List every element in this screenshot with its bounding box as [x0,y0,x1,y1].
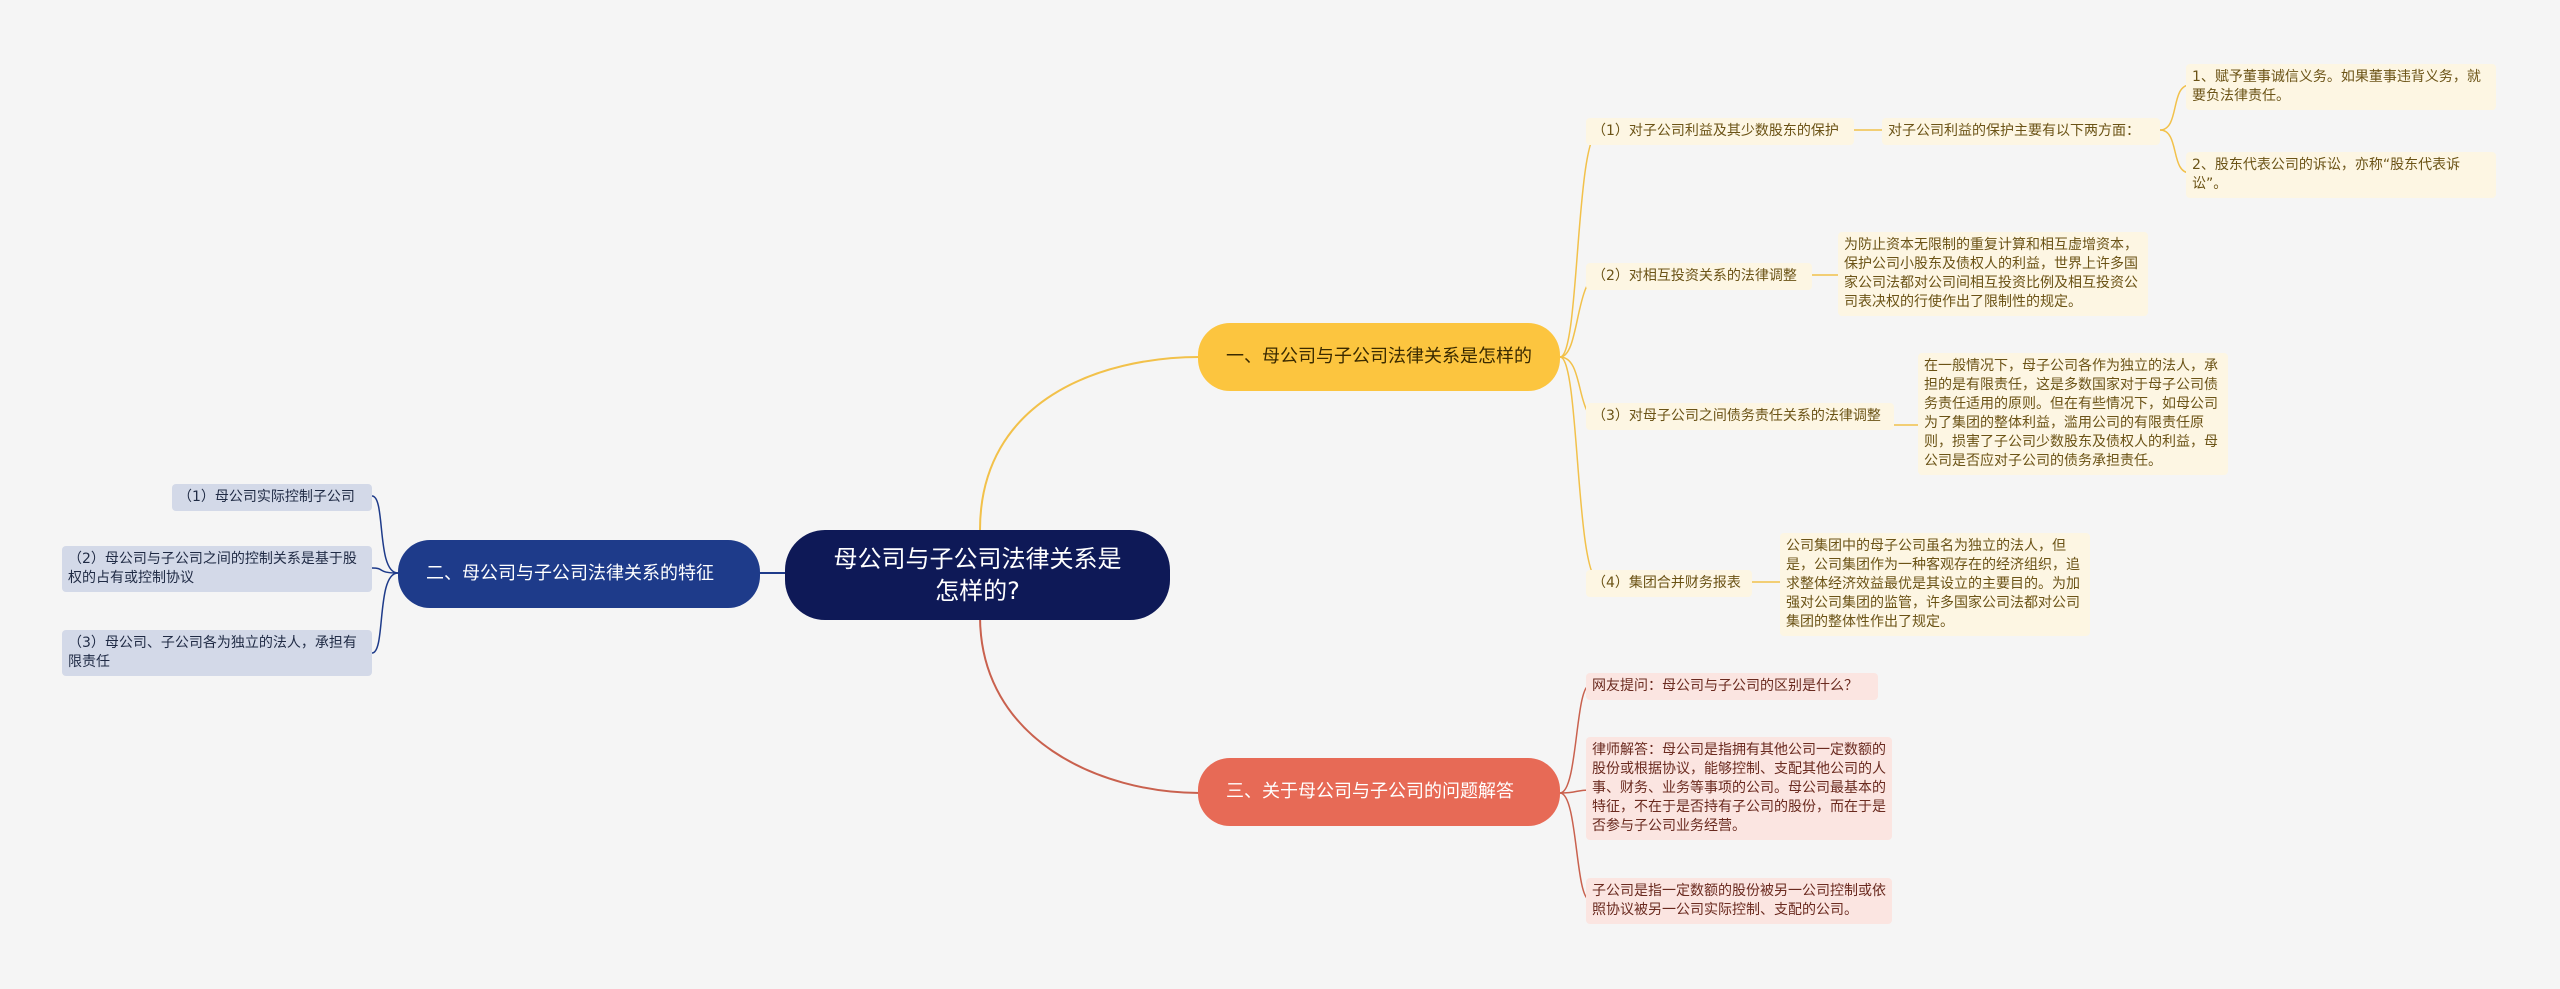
branch-legal-relationship-title: 一、母公司与子公司法律关系是怎样的 [1226,346,1532,367]
item-actual-control[interactable]: （1）母公司实际控制子公司 [172,484,372,511]
item-subsidiary-definition[interactable]: 子公司是指一定数额的股份被另一公司控制或依照协议被另一公司实际控制、支配的公司。 [1586,878,1892,924]
branch-characteristics-title: 二、母公司与子公司法律关系的特征 [426,563,714,584]
item-consolidated-statements[interactable]: （4）集团合并财务报表 [1586,570,1752,597]
item-director-duty[interactable]: 1、赋予董事诚信义务。如果董事违背义务，就要负法律责任。 [2186,64,2496,110]
item-consolidated-statements-detail[interactable]: 公司集团中的母子公司虽名为独立的法人，但是，公司集团作为一种客观存在的经济组织，… [1780,533,2090,636]
item-debt-liability-detail[interactable]: 在一般情况下，母子公司各作为独立的法人，承担的是有限责任，这是多数国家对于母子公… [1918,353,2228,475]
branch-legal-relationship[interactable]: 一、母公司与子公司法律关系是怎样的 [1198,323,1560,391]
branch-qa-title: 三、关于母公司与子公司的问题解答 [1226,781,1514,802]
root-title: 母公司与子公司法律关系是怎样的? [833,545,1122,605]
item-control-basis[interactable]: （2）母公司与子公司之间的控制关系是基于股权的占有或控制协议 [62,546,372,592]
item-independent-legal-person[interactable]: （3）母公司、子公司各为独立的法人，承担有限责任 [62,630,372,676]
item-debt-liability[interactable]: （3）对母子公司之间债务责任关系的法律调整 [1586,403,1894,430]
connector-root-branch3 [979,615,1201,794]
item-lawyer-answer[interactable]: 律师解答：母公司是指拥有其他公司一定数额的股份或根据协议，能够控制、支配其他公司… [1586,737,1892,840]
branch-characteristics[interactable]: 二、母公司与子公司法律关系的特征 [398,540,760,608]
root-node[interactable]: 母公司与子公司法律关系是怎样的? [785,530,1170,620]
item-mutual-investment-detail[interactable]: 为防止资本无限制的重复计算和相互虚增资本，保护公司小股东及债权人的利益，世界上许… [1838,232,2148,316]
connector-root-branch1 [979,356,1201,531]
item-subsidiary-protection-detail[interactable]: 对子公司利益的保护主要有以下两方面： [1882,118,2160,145]
item-mutual-investment[interactable]: （2）对相互投资关系的法律调整 [1586,263,1812,290]
item-subsidiary-protection[interactable]: （1）对子公司利益及其少数股东的保护 [1586,118,1854,145]
item-derivative-suit[interactable]: 2、股东代表公司的诉讼，亦称“股东代表诉讼”。 [2186,152,2496,198]
branch-qa[interactable]: 三、关于母公司与子公司的问题解答 [1198,758,1560,826]
item-question[interactable]: 网友提问：母公司与子公司的区别是什么？ [1586,673,1878,700]
